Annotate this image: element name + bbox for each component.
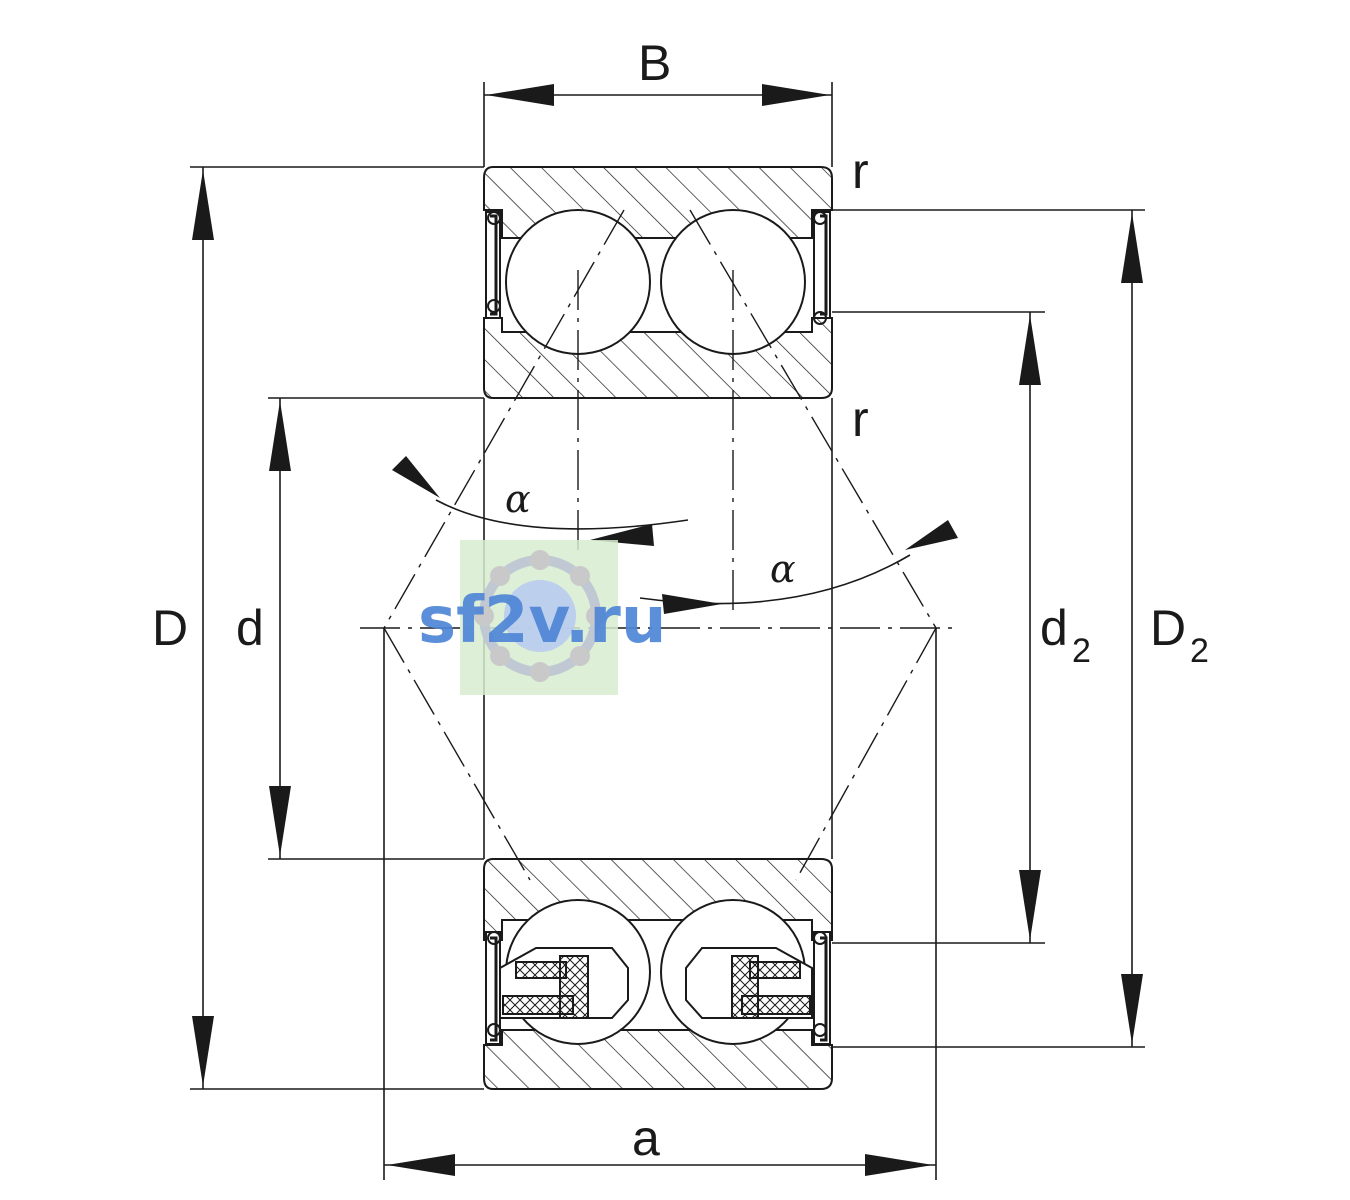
label-alpha-right: α bbox=[770, 547, 796, 591]
contact-lines bbox=[383, 209, 937, 881]
label-alpha-left: α bbox=[505, 477, 531, 521]
label-B: B bbox=[638, 35, 671, 91]
label-D2: D bbox=[1150, 600, 1186, 656]
top-section bbox=[483, 166, 833, 399]
arrowheads bbox=[192, 84, 1143, 1176]
label-D2-subscript: 2 bbox=[1190, 632, 1209, 670]
seal-bottom-right bbox=[813, 931, 831, 1045]
dimension-lines bbox=[190, 82, 1145, 1180]
seal-top-right bbox=[813, 211, 831, 319]
angle-arc-left bbox=[435, 499, 689, 530]
label-r-inner: r bbox=[852, 391, 869, 447]
label-r-top: r bbox=[852, 143, 869, 199]
watermark: sf2v.ru bbox=[418, 540, 666, 695]
watermark-text: sf2v.ru bbox=[418, 584, 666, 658]
bottom-section bbox=[483, 858, 833, 1090]
label-d2-subscript: 2 bbox=[1072, 632, 1091, 670]
label-a: a bbox=[632, 1110, 660, 1166]
label-d: d bbox=[236, 600, 264, 656]
label-D: D bbox=[152, 600, 188, 656]
outer-ring-bottom bbox=[483, 1029, 833, 1090]
label-d2: d bbox=[1040, 600, 1068, 656]
